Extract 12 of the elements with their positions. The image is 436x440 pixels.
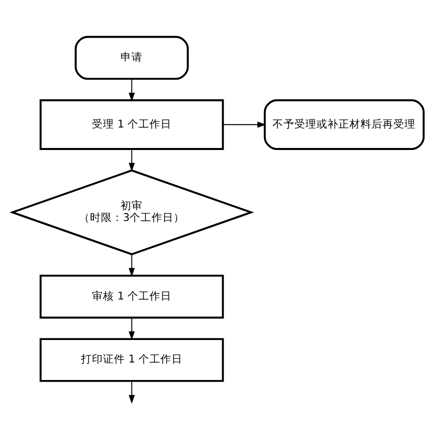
node-box: 受理 1 个工作日 [40, 99, 224, 150]
arrow [128, 254, 135, 277]
node-box: 审核 1 个工作日 [40, 274, 224, 319]
arrow [128, 148, 135, 172]
node-box: 不予受理或补正材料后再受理 [264, 99, 425, 150]
node-box: 打印证件 1 个工作日 [40, 338, 224, 382]
node-diamond: 初审 （时限：3个工作日） [9, 169, 254, 256]
arrow [128, 380, 135, 404]
node-box: 申请 [74, 36, 189, 80]
arrow [128, 317, 135, 340]
arrow [128, 78, 135, 102]
arrow [222, 122, 266, 128]
